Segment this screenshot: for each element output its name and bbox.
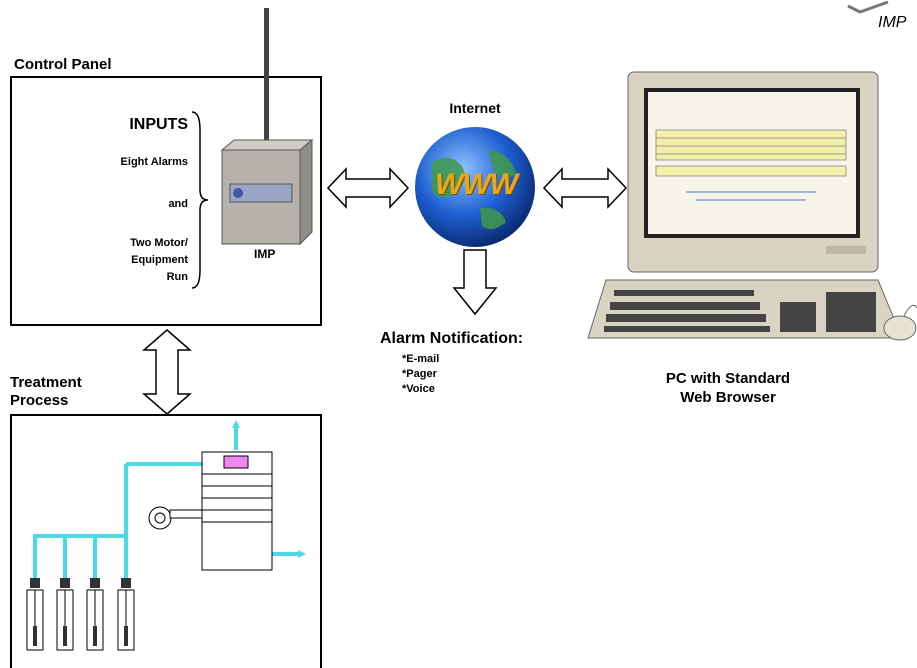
corner-device-icon <box>847 0 889 14</box>
panel-internet-arrow <box>326 167 410 209</box>
corner-imp-label: IMP <box>878 14 907 31</box>
internet-pc-arrow <box>542 167 628 209</box>
pc-computer-icon <box>587 71 917 341</box>
internet-title: Internet <box>449 100 501 116</box>
inputs-line-5: Run <box>166 271 188 283</box>
alarm-method-voice: *Voice <box>402 383 435 395</box>
panel-treatment-arrow <box>141 329 193 415</box>
treatment-title-line1: Treatment <box>10 374 82 391</box>
alarm-notification-title: Alarm Notification: <box>380 330 524 347</box>
notification-arrow <box>452 249 498 316</box>
imp-device-label: IMP <box>254 247 276 261</box>
globe-www-text: WWW <box>435 168 518 201</box>
inputs-line-1: Eight Alarms <box>120 156 188 168</box>
pc-caption-line2: Web Browser <box>680 389 776 406</box>
treatment-title-line2: Process <box>10 392 69 409</box>
antenna-icon <box>264 8 269 148</box>
inputs-line-4: Equipment <box>131 254 188 266</box>
imp-device-icon <box>220 138 314 246</box>
alarm-method-email: *E-mail <box>402 353 440 365</box>
treatment-schematic <box>26 420 306 651</box>
inputs-line-2: and <box>168 198 188 210</box>
inputs-heading: INPUTS <box>129 116 188 133</box>
alarm-method-pager: *Pager <box>402 368 437 380</box>
pc-caption-line1: PC with Standard <box>665 370 791 387</box>
inputs-line-3: Two Motor/ <box>130 237 188 249</box>
control-panel-title: Control Panel <box>14 56 112 73</box>
inputs-brace <box>191 111 209 289</box>
globe-icon <box>415 127 535 247</box>
